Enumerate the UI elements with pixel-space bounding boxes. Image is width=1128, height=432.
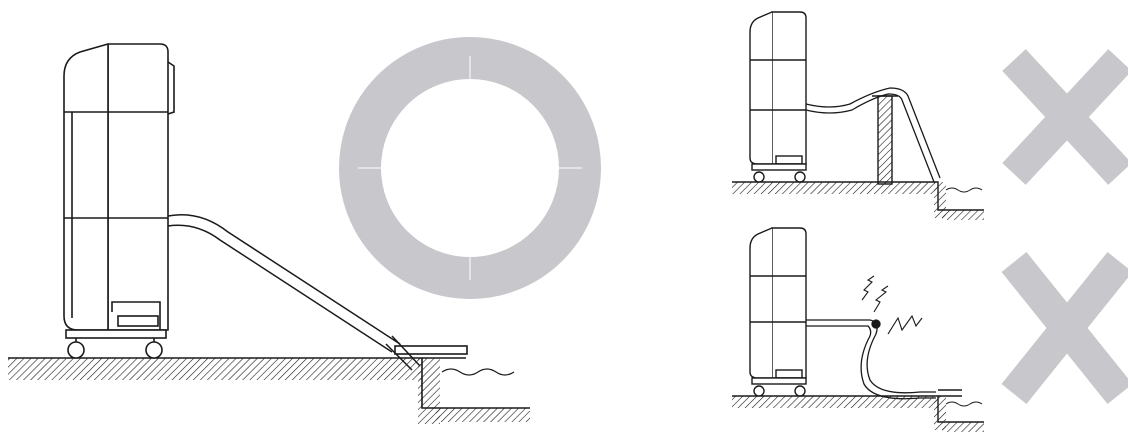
drain-hose: [806, 88, 940, 182]
wheel: [754, 386, 764, 396]
incorrect-cross-icon: [1014, 60, 1120, 174]
water-surface: [442, 369, 514, 375]
dehumidifier-unit: [750, 12, 806, 182]
wheel: [795, 386, 805, 396]
water-surface: [946, 188, 982, 192]
drain-hose: [806, 320, 936, 399]
wheel: [68, 342, 84, 358]
bottom-right-panel: [732, 228, 984, 432]
wheel: [146, 342, 162, 358]
dehumidifier-unit: [750, 228, 806, 396]
wheel: [795, 172, 805, 182]
wheel: [754, 172, 764, 182]
correct-circle-icon: [358, 56, 582, 280]
ground-hatch: [8, 358, 530, 424]
incorrect-cross-icon: [1014, 262, 1120, 394]
ground-hatch: [732, 390, 984, 432]
top-right-panel: [732, 12, 984, 220]
water-surface: [946, 402, 982, 406]
kink-spark-icon: [862, 276, 922, 334]
main-panel: [8, 44, 530, 424]
dehumidifier-unit: [64, 44, 174, 358]
